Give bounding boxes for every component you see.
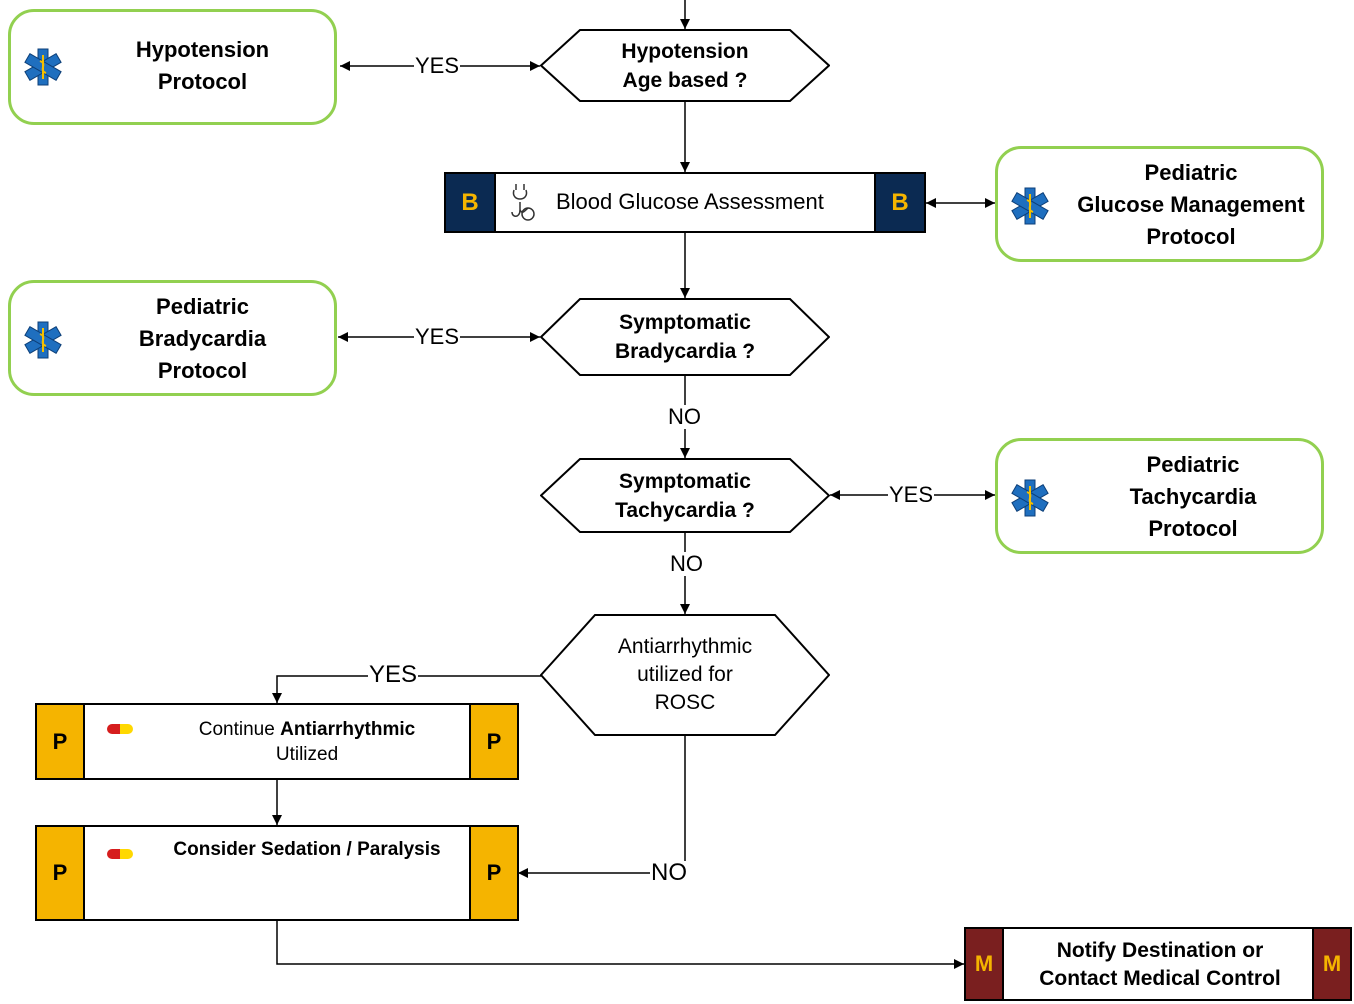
protocol-title-line: Protocol: [157, 69, 248, 94]
star-of-life-icon: [1011, 479, 1049, 517]
edge-label-no: NO: [669, 551, 704, 576]
pill-icon: [107, 724, 133, 734]
protocol-title-line: Protocol: [1148, 516, 1238, 541]
edge-label-yes: YES: [888, 482, 935, 507]
protocol-title-line: Hypotension: [135, 37, 270, 62]
decision-line: Symptomatic: [619, 469, 751, 493]
decision-line: utilized for: [637, 663, 733, 686]
star-of-life-icon: [1011, 187, 1049, 225]
stethoscope-icon: [511, 184, 535, 221]
decision-line: Tachycardia ?: [615, 498, 755, 522]
edge-label-yes: YES: [414, 324, 461, 349]
continue-antiarrhythmic-step[interactable]: P Continue Antiarrhythmic Utilized P: [35, 703, 519, 780]
notify-destination-step[interactable]: M Notify Destination or Contact Medical …: [964, 927, 1352, 1001]
bradycardia-decision[interactable]: Symptomatic Bradycardia ?: [540, 298, 830, 376]
decision-shape: [540, 614, 830, 736]
step-label-line: Continue Antiarrhythmic: [137, 717, 477, 742]
step-label-prefix: Continue: [198, 719, 281, 740]
step-label: Blood Glucose Assessment: [556, 189, 824, 214]
badge-b: B: [874, 174, 924, 231]
tachycardia-protocol-box[interactable]: Pediatric Tachycardia Protocol: [995, 438, 1324, 554]
step-label-line: Notify Destination or: [1056, 939, 1264, 962]
badge-p: P: [37, 827, 85, 919]
glucose-management-protocol-box[interactable]: Pediatric Glucose Management Protocol: [995, 146, 1324, 262]
pill-icon: [107, 849, 133, 859]
protocol-title-line: Protocol: [1146, 224, 1236, 249]
badge-p: P: [469, 827, 517, 919]
protocol-title-line: Pediatric: [1146, 452, 1240, 477]
step-label: Consider Sedation / Paralysis: [173, 839, 441, 860]
consider-sedation-step[interactable]: P Consider Sedation / Paralysis P: [35, 825, 519, 921]
tachycardia-decision[interactable]: Symptomatic Tachycardia ?: [540, 458, 830, 533]
badge-m: M: [1312, 929, 1350, 999]
protocol-title-line: Bradycardia: [138, 326, 267, 351]
edge-label-yes: YES: [414, 53, 461, 78]
protocol-title-line: Glucose Management: [1077, 192, 1305, 217]
decision-shape: [540, 458, 830, 533]
decision-line: Hypotension: [621, 39, 749, 63]
star-of-life-icon: [24, 321, 62, 359]
protocol-title-line: Pediatric: [1144, 160, 1238, 185]
step-label-line: Utilized: [275, 744, 339, 765]
decision-line: ROSC: [654, 691, 716, 714]
protocol-title-line: Tachycardia: [1129, 484, 1257, 509]
edge-label-no: NO: [650, 859, 688, 886]
badge-m: M: [966, 929, 1004, 999]
decision-line: Symptomatic: [619, 311, 751, 334]
blood-glucose-step[interactable]: B Blood Glucose Assessment B: [444, 172, 926, 233]
decision-shape: [540, 29, 830, 102]
step-label-line: Contact Medical Control: [1039, 967, 1281, 990]
decision-line: Antiarrhythmic: [617, 635, 753, 658]
edge-label-yes: YES: [368, 661, 419, 688]
hypotension-decision[interactable]: Hypotension Age based ?: [540, 29, 830, 102]
badge-b: B: [446, 174, 496, 231]
badge-p: P: [469, 705, 517, 778]
protocol-title-line: Pediatric: [156, 294, 249, 319]
hypotension-protocol-box[interactable]: Hypotension Protocol: [8, 9, 337, 125]
step-label-bold: Antiarrhythmic: [280, 719, 416, 740]
decision-line: Bradycardia ?: [614, 340, 756, 363]
edge-label-no: NO: [667, 404, 702, 429]
star-of-life-icon: [24, 48, 62, 86]
decision-shape: [540, 298, 830, 376]
rosc-decision[interactable]: Antiarrhythmic utilized for ROSC: [540, 614, 830, 736]
decision-line: Age based ?: [622, 68, 748, 92]
badge-p: P: [37, 705, 85, 778]
protocol-title-line: Protocol: [157, 358, 248, 383]
bradycardia-protocol-box[interactable]: Pediatric Bradycardia Protocol: [8, 280, 337, 396]
